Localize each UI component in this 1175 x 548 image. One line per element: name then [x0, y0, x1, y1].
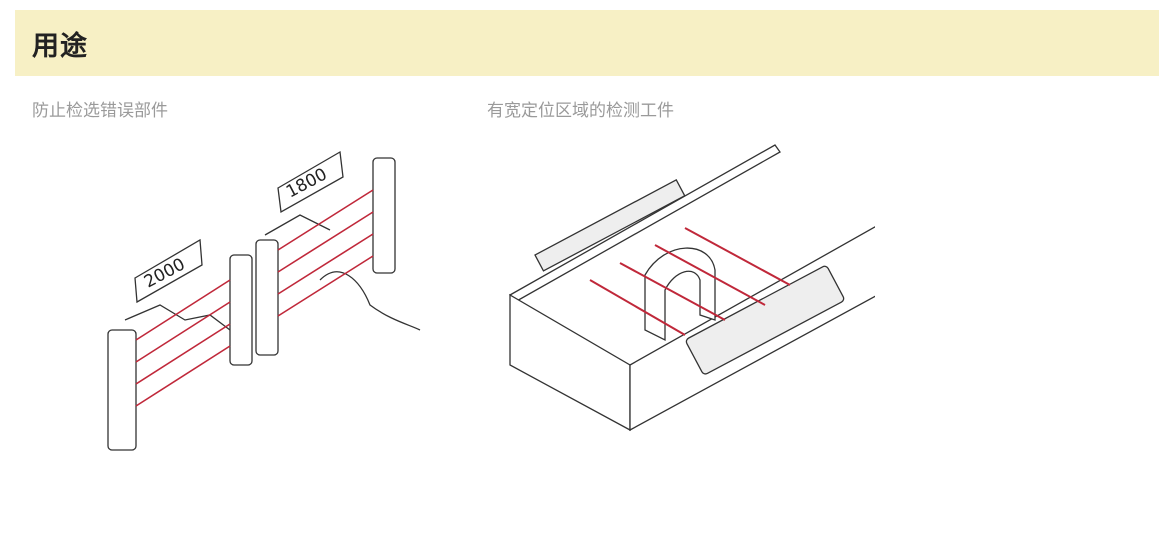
section-title: 用途 — [32, 31, 88, 62]
conveyor-side — [509, 293, 631, 432]
light-curtain-emitter — [107, 329, 137, 451]
bin-label-2000: 2000 — [134, 238, 203, 304]
sensor-back — [534, 179, 686, 272]
illustration-parts-picking: 2000 1800 — [107, 150, 421, 451]
caption-error-prevention: 防止检选错误部件 — [32, 101, 168, 121]
illustration-conveyor-detection — [509, 144, 875, 432]
bin-label-1800: 1800 — [277, 150, 344, 214]
section-header: 用途 — [15, 10, 1159, 76]
light-curtain-emitter-2 — [255, 239, 279, 356]
light-curtain-receiver — [229, 254, 253, 366]
light-curtain-receiver-2 — [372, 157, 396, 274]
light-beams — [135, 189, 374, 407]
caption-wide-area-detection: 有宽定位区域的检测工件 — [487, 101, 674, 121]
workpiece — [644, 247, 716, 342]
light-beams — [589, 227, 791, 336]
sensor-front — [685, 265, 845, 375]
